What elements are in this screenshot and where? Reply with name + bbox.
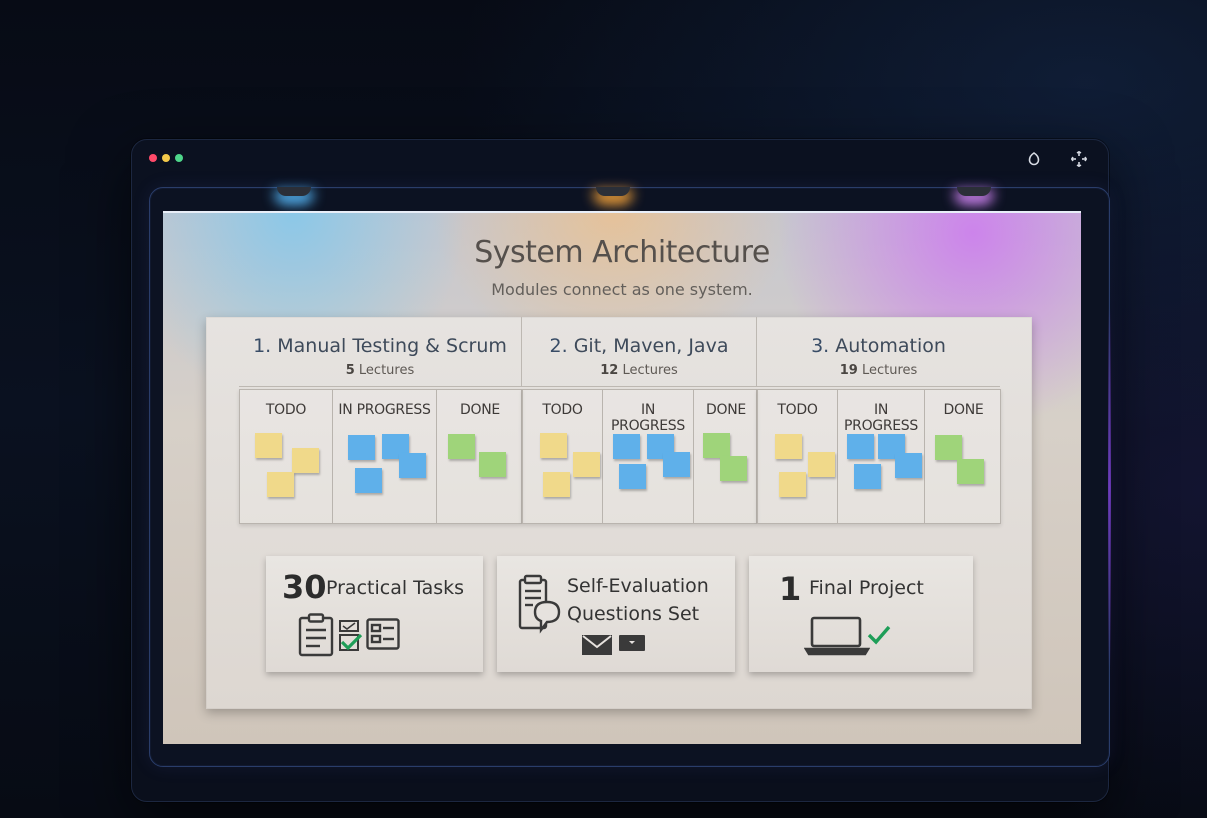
- module-number: 2.: [549, 335, 568, 357]
- card-label-line2: Questions Set: [567, 603, 700, 625]
- kanban-column-done: DONE: [694, 390, 758, 523]
- slide-title: System Architecture: [474, 235, 770, 270]
- kanban-column-label: TODO: [265, 402, 307, 418]
- kanban-column-todo: TODO: [758, 390, 838, 523]
- envelope-icon: [582, 635, 612, 655]
- module-name: Manual Testing & Scrum: [277, 335, 507, 357]
- module-name: Automation: [835, 335, 946, 357]
- close-window-button[interactable]: [149, 154, 157, 162]
- card-label: Practical Tasks: [326, 577, 465, 599]
- card-number: 1: [779, 570, 802, 608]
- chat-bubble-icon: [533, 600, 561, 634]
- sticky-note: [479, 452, 506, 477]
- card-number: 30: [282, 568, 327, 606]
- sticky-note: [348, 435, 375, 460]
- module-lecture-unit: Lectures: [358, 363, 415, 378]
- module-header-1: 1. Manual Testing & Scrum 5 Lectures: [239, 317, 522, 387]
- sticky-note: [895, 453, 922, 478]
- spotlight-orange: [596, 187, 630, 196]
- kanban-column-label: IN PROGRESS: [338, 402, 431, 418]
- kanban-column-label: DONE: [706, 402, 746, 418]
- module-lecture-unit: Lectures: [622, 363, 678, 378]
- title-bar: [132, 140, 1108, 180]
- kanban-column-in-progress: IN PROGRESS: [838, 390, 925, 523]
- sticky-note: [663, 452, 690, 477]
- sticky-note: [399, 453, 426, 478]
- kanban-column-in-progress: IN PROGRESS: [333, 390, 437, 523]
- module-header-3: 3. Automation 19 Lectures: [757, 317, 1000, 387]
- final-project-card: 1 Final Project: [749, 556, 973, 672]
- kanban-column-done: DONE: [925, 390, 1002, 523]
- sticky-note: [957, 459, 984, 484]
- module-lecture-count: 12: [600, 363, 619, 378]
- sticky-note: [854, 464, 881, 489]
- chevron-down-icon: [619, 635, 645, 651]
- sticky-note: [267, 472, 294, 497]
- sticky-note: [847, 434, 874, 459]
- minimize-window-button[interactable]: [162, 154, 170, 162]
- fullscreen-icon[interactable]: [1071, 151, 1087, 167]
- theme-toggle-icon[interactable]: [1026, 151, 1042, 167]
- module-number: 1.: [253, 335, 272, 357]
- card-label-line1: Self-Evaluation: [567, 575, 709, 597]
- kanban-column-todo: TODO: [523, 390, 603, 523]
- kanban-board-module-2: TODO IN PROGRESS DONE: [522, 389, 757, 524]
- kanban-column-todo: TODO: [240, 390, 333, 523]
- spotlight-purple: [957, 187, 991, 196]
- module-lecture-count: 5: [345, 363, 355, 378]
- sticky-note: [619, 464, 646, 489]
- clipboard-icon: [298, 613, 334, 657]
- sticky-note: [808, 452, 835, 477]
- sticky-note: [613, 434, 640, 459]
- kanban-column-label: IN PROGRESS: [844, 402, 918, 434]
- practical-tasks-card: 30 Practical Tasks: [266, 556, 483, 672]
- slide-subtitle: Modules connect as one system.: [491, 280, 753, 299]
- sticky-note: [775, 434, 802, 459]
- checkmark-icon: [867, 625, 891, 645]
- kanban-column-label: IN PROGRESS: [611, 402, 685, 434]
- sticky-note: [779, 472, 806, 497]
- document-icon: [518, 574, 561, 634]
- maximize-window-button[interactable]: [175, 154, 183, 162]
- module-lecture-count: 19: [839, 363, 858, 378]
- module-lecture-unit: Lectures: [861, 363, 918, 378]
- laptop-icon: [804, 616, 870, 656]
- sticky-note: [355, 468, 382, 493]
- sticky-note: [720, 456, 747, 481]
- kanban-column-in-progress: IN PROGRESS: [603, 390, 694, 523]
- sticky-note: [573, 452, 600, 477]
- kanban-board-module-1: TODO IN PROGRESS DONE: [239, 389, 522, 524]
- sticky-note: [543, 472, 570, 497]
- sticky-note: [448, 434, 475, 459]
- sticky-note: [935, 435, 962, 460]
- sticky-note: [255, 433, 282, 458]
- spotlight-blue: [277, 187, 311, 196]
- self-evaluation-card: Self-Evaluation Questions Set: [497, 556, 735, 672]
- sticky-note: [703, 433, 730, 458]
- form-icon: [366, 618, 400, 650]
- kanban-column-label: TODO: [777, 402, 818, 418]
- kanban-column-label: TODO: [542, 402, 583, 418]
- module-name: Git, Maven, Java: [573, 335, 729, 357]
- kanban-column-label: DONE: [943, 402, 984, 418]
- slide-canvas: System Architecture Modules connect as o…: [163, 211, 1081, 744]
- module-header-2: 2. Git, Maven, Java 12 Lectures: [522, 317, 757, 387]
- kanban-column-done: DONE: [437, 390, 523, 523]
- card-label: Final Project: [809, 577, 924, 599]
- kanban-board-module-3: TODO IN PROGRESS DONE: [757, 389, 1001, 524]
- sticky-note: [540, 433, 567, 458]
- module-number: 3.: [811, 335, 830, 357]
- checklist-icon: [339, 620, 363, 651]
- sticky-note: [292, 448, 319, 473]
- kanban-column-label: DONE: [460, 402, 500, 418]
